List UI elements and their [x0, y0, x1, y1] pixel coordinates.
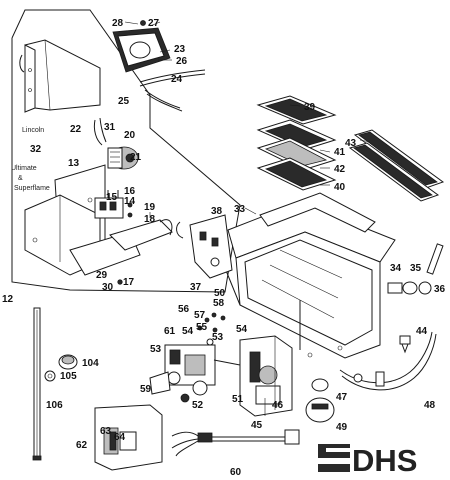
note-superflame: Superflame — [14, 185, 50, 192]
drain-plug — [399, 335, 411, 354]
label-15: 15 — [106, 192, 118, 203]
label-30: 30 — [102, 282, 114, 293]
lamp-housing — [112, 20, 171, 73]
label-22: 22 — [70, 124, 82, 135]
note-lincoln: Lincoln — [22, 127, 44, 134]
label-63: 63 — [100, 426, 112, 437]
fryer-tank — [224, 192, 396, 359]
label-20: 20 — [124, 130, 136, 141]
thermostat-box — [239, 335, 293, 417]
label-52: 52 — [192, 400, 204, 411]
part-number-labels: 12 13 14 15 16 17 18 19 20 21 22 23 24 2… — [2, 18, 446, 478]
label-13: 13 — [68, 158, 80, 169]
label-36: 36 — [434, 284, 446, 295]
superflame-bracket — [24, 164, 141, 276]
label-46: 46 — [272, 400, 284, 411]
label-28: 28 — [112, 18, 124, 29]
label-49: 49 — [336, 422, 348, 433]
thermocouple-lead — [93, 117, 107, 146]
label-33: 33 — [234, 204, 246, 215]
label-37: 37 — [190, 282, 202, 293]
label-23: 23 — [174, 44, 186, 55]
label-27: 27 — [148, 18, 160, 29]
control-valve-block — [149, 338, 241, 403]
label-16: 16 — [124, 186, 136, 197]
label-25: 25 — [118, 96, 130, 107]
dhs-logo: DHS — [318, 443, 417, 478]
label-24: 24 — [171, 74, 183, 85]
label-43: 43 — [345, 138, 357, 149]
label-53: 53 — [150, 344, 162, 355]
label-54: 54 — [182, 326, 194, 337]
label-53b: 53 — [212, 332, 224, 343]
knob-nut — [44, 370, 56, 382]
label-42: 42 — [334, 164, 346, 175]
label-41: 41 — [334, 147, 346, 158]
label-34: 34 — [390, 263, 402, 274]
piezo-igniter — [107, 146, 139, 170]
drain-fittings — [387, 243, 444, 295]
label-35: 35 — [410, 263, 422, 274]
burner-tube-assembly — [109, 212, 173, 285]
label-62: 62 — [76, 440, 88, 451]
label-55: 55 — [196, 322, 208, 333]
label-54b: 54 — [236, 324, 248, 335]
label-60: 60 — [230, 467, 242, 478]
note-ampersand: & — [18, 175, 23, 182]
control-knob-small — [58, 354, 78, 370]
label-39: 39 — [304, 102, 316, 113]
small-fasteners — [197, 312, 226, 333]
cable-loom — [171, 429, 300, 457]
label-12: 12 — [2, 294, 14, 305]
thermostat-knob — [305, 378, 335, 423]
label-44: 44 — [416, 326, 428, 337]
label-21: 21 — [130, 152, 142, 163]
label-40: 40 — [334, 182, 346, 193]
label-19: 19 — [144, 202, 156, 213]
grill-screens — [256, 95, 337, 191]
label-31: 31 — [104, 122, 116, 133]
label-61: 61 — [164, 326, 176, 337]
cover-plate — [94, 404, 163, 471]
label-47: 47 — [336, 392, 348, 403]
drain-pipe — [339, 331, 437, 391]
label-17: 17 — [123, 277, 135, 288]
label-29: 29 — [96, 270, 108, 281]
label-32: 32 — [30, 144, 42, 155]
assembly-frame-outline — [11, 9, 241, 293]
support-rod — [32, 307, 42, 461]
label-105: 105 — [60, 371, 77, 382]
tank-mount-bracket — [176, 214, 233, 279]
label-50: 50 — [214, 288, 226, 299]
label-59: 59 — [140, 384, 152, 395]
label-45: 45 — [251, 420, 263, 431]
model-notes: Lincoln Ultimate & Superflame — [11, 127, 50, 192]
logo-text: DHS — [352, 443, 417, 478]
note-ultimate: Ultimate — [11, 165, 37, 172]
label-26: 26 — [176, 56, 188, 67]
label-57: 57 — [194, 310, 206, 321]
label-18: 18 — [144, 214, 156, 225]
label-48: 48 — [424, 400, 436, 411]
gas-valve-assembly — [94, 190, 133, 219]
label-64: 64 — [114, 432, 126, 443]
leader-lines — [124, 21, 371, 416]
wiring-harness-top — [139, 69, 206, 112]
label-104: 104 — [82, 358, 99, 369]
label-58: 58 — [213, 298, 225, 309]
label-38: 38 — [211, 206, 223, 217]
label-56: 56 — [178, 304, 190, 315]
bar-screen — [348, 129, 445, 202]
label-51: 51 — [232, 394, 244, 405]
label-106: 106 — [46, 400, 63, 411]
lincoln-bracket — [19, 39, 101, 113]
label-14: 14 — [124, 196, 136, 207]
